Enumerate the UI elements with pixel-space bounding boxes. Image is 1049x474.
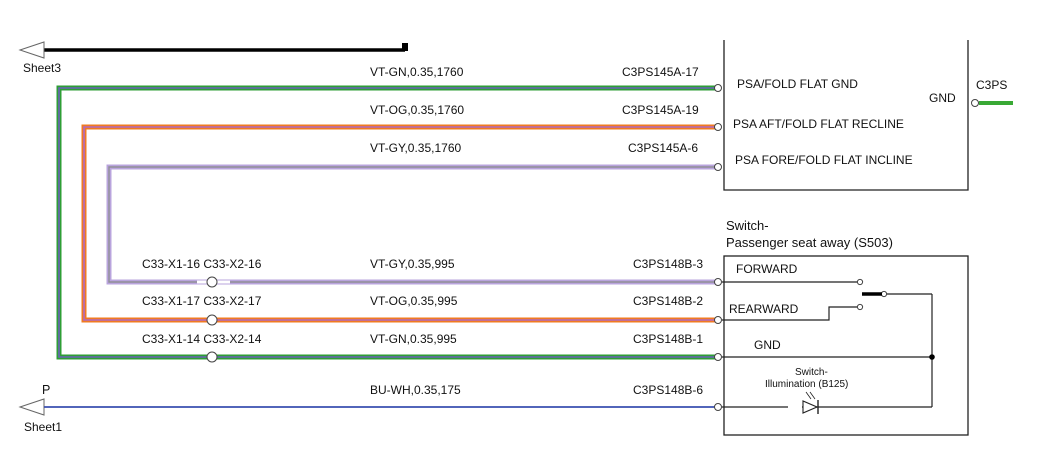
switch-box (723, 255, 969, 436)
inline-connector-gn[interactable]: C33-X1-14 C33-X2-14 (142, 332, 262, 363)
seat-module[interactable]: PSA/FOLD FLAT GND PSA AFT/FOLD FLAT RECL… (723, 40, 1013, 191)
wire-spec-bu-wh: BU-WH,0.35,175 (370, 383, 461, 397)
inline-connector-gy[interactable]: C33-X1-16 C33-X2-16 (142, 257, 262, 288)
wire-vt-gn[interactable] (56, 85, 717, 360)
module-label-incline: PSA FORE/FOLD FLAT INCLINE (735, 153, 913, 167)
wire-vt-gn-stripe (58, 87, 717, 358)
module-label-c3ps: C3PS (976, 78, 1007, 92)
inline-label-gn: C33-X1-14 C33-X2-14 (142, 332, 262, 346)
pin-label-c3ps148b-6: C3PS148B-6 (633, 383, 703, 397)
wire-spec-bot-og: VT-OG,0.35,995 (370, 294, 458, 308)
sheet3-reference[interactable]: Sheet3 (18, 41, 408, 75)
sheet3-arrow-icon (18, 41, 45, 59)
pin-terminal-icon[interactable] (714, 403, 722, 411)
wire-spec-top-gn: VT-GN,0.35,1760 (370, 65, 464, 79)
switch-passenger-seat-away[interactable]: Switch- Passenger seat away (S503) FORWA… (722, 218, 969, 436)
wire-vt-og[interactable] (81, 124, 717, 323)
gnd-out-terminal-icon[interactable] (971, 99, 979, 107)
pin-label-c3ps148b-3: C3PS148B-3 (633, 257, 703, 271)
forward-contact-icon (856, 278, 864, 286)
sheet1-arrow-icon (18, 398, 45, 416)
wire-vt-gy[interactable] (106, 164, 717, 285)
module-label-gnd-out: GND (929, 91, 956, 105)
module-label-recline: PSA AFT/FOLD FLAT RECLINE (733, 117, 904, 131)
pin-terminal-icon[interactable] (714, 353, 722, 361)
wire-vt-og-stripe (83, 126, 717, 321)
pin-label-c3ps145a-6: C3PS145A-6 (628, 141, 698, 155)
wire-spec-top-gy: VT-GY,0.35,1760 (370, 141, 462, 155)
pin-label-c3ps148b-1: C3PS148B-1 (633, 332, 703, 346)
inline-pin-gy-icon (206, 276, 218, 288)
pin-label-c3ps145a-17: C3PS145A-17 (622, 65, 699, 79)
illum-label-1: Switch- (795, 367, 828, 378)
illumination-diode-icon (788, 391, 819, 414)
wire-spec-bot-gy: VT-GY,0.35,995 (370, 257, 455, 271)
wire-vt-gy-stripe (108, 166, 717, 283)
switch-label-gnd: GND (754, 338, 781, 352)
pin-label-c3ps145a-19: C3PS145A-19 (622, 103, 699, 117)
wire-vt-og-outer (81, 124, 717, 323)
inline-label-gy: C33-X1-16 C33-X2-16 (142, 257, 262, 271)
rearward-contact-icon (856, 303, 864, 311)
module-label-gnd-in: PSA/FOLD FLAT GND (737, 77, 858, 91)
rearward-internal-wire (722, 306, 857, 321)
wire-spec-bot-gn: VT-GN,0.35,995 (370, 332, 457, 346)
sheet3-label: Sheet3 (23, 61, 61, 75)
pin-terminal-icon[interactable] (714, 278, 722, 286)
seat-module-box (723, 40, 969, 191)
wire-spec-top-og: VT-OG,0.35,1760 (370, 103, 464, 117)
sheet1-reference[interactable]: Sheet1 P (18, 383, 62, 434)
switch-label-rearward: REARWARD (729, 302, 799, 316)
switch-title-1: Switch- (726, 218, 769, 233)
sheet1-label: Sheet1 (24, 420, 62, 434)
switch-label-forward: FORWARD (736, 262, 798, 276)
pin-label-c3ps148b-2: C3PS148B-2 (633, 294, 703, 308)
inline-label-og: C33-X1-17 C33-X2-17 (142, 294, 262, 308)
pin-terminal-icon[interactable] (714, 123, 722, 131)
p-label: P (42, 383, 50, 397)
inline-pin-og-icon (206, 314, 218, 326)
illum-label-2: Illumination (B125) (765, 379, 848, 390)
pin-terminal-icon[interactable] (714, 84, 722, 92)
gnd-junction-dot (929, 354, 935, 360)
switch-title-2: Passenger seat away (S503) (726, 235, 893, 250)
inline-pin-gn-icon (206, 351, 218, 363)
sheet3-bus-end (402, 43, 408, 51)
pin-terminals (714, 84, 722, 411)
inline-connector-og[interactable]: C33-X1-17 C33-X2-17 (142, 294, 262, 326)
pin-terminal-icon[interactable] (714, 163, 722, 171)
common-contact-icon (880, 290, 888, 298)
pin-terminal-icon[interactable] (714, 316, 722, 324)
